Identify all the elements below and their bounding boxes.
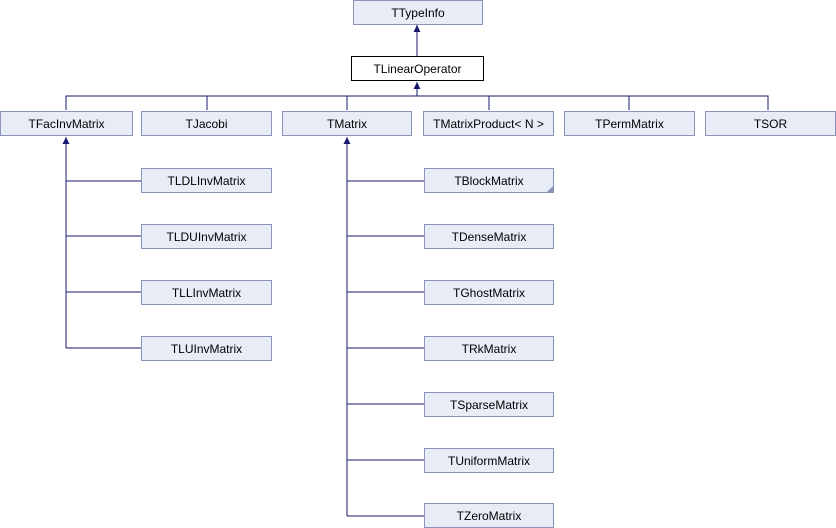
node-tmatrix[interactable]: TMatrix: [282, 111, 412, 136]
node-label: TTypeInfo: [391, 5, 445, 20]
node-tuniformmatrix[interactable]: TUniformMatrix: [424, 448, 554, 473]
node-tjacobi[interactable]: TJacobi: [141, 111, 272, 136]
node-label: TDenseMatrix: [451, 229, 527, 244]
node-label: TUniformMatrix: [447, 453, 530, 468]
node-tlinearoperator: TLinearOperator: [351, 56, 484, 81]
node-tsparsematrix[interactable]: TSparseMatrix: [424, 392, 554, 417]
node-ttypeinfo[interactable]: TTypeInfo: [353, 0, 483, 25]
node-label: TSOR: [753, 116, 788, 131]
node-label: TJacobi: [185, 116, 228, 131]
edge-tmatrix-children: [347, 180, 424, 517]
node-label: TLLInvMatrix: [171, 285, 242, 300]
node-tdensematrix[interactable]: TDenseMatrix: [424, 224, 554, 249]
node-trkmatrix[interactable]: TRkMatrix: [424, 336, 554, 361]
node-tldlinvmatrix[interactable]: TLDLInvMatrix: [141, 168, 272, 193]
folded-corner-icon: [547, 186, 553, 192]
node-label: TFacInvMatrix: [28, 116, 105, 131]
node-tluinvmatrix[interactable]: TLUInvMatrix: [141, 336, 272, 361]
node-label: TGhostMatrix: [452, 285, 525, 300]
node-tblockmatrix[interactable]: TBlockMatrix: [424, 168, 554, 193]
node-label: TMatrix: [327, 116, 367, 131]
node-label: TZeroMatrix: [456, 508, 522, 523]
node-label: TLDUInvMatrix: [166, 229, 247, 244]
node-label: TSparseMatrix: [449, 397, 529, 412]
node-label: TBlockMatrix: [454, 173, 524, 188]
edge-tfacinvmatrix-children: [66, 180, 141, 349]
edge-tlinearoperator-children: [65, 95, 769, 110]
node-tfacinvmatrix[interactable]: TFacInvMatrix: [0, 111, 133, 136]
node-tzeromatrix[interactable]: TZeroMatrix: [424, 503, 554, 528]
node-tmatrixproduct[interactable]: TMatrixProduct< N >: [423, 111, 554, 136]
node-label: TMatrixProduct< N >: [433, 116, 544, 131]
node-tpermmatrix[interactable]: TPermMatrix: [564, 111, 695, 136]
node-tllinvmatrix[interactable]: TLLInvMatrix: [141, 280, 272, 305]
node-tghostmatrix[interactable]: TGhostMatrix: [424, 280, 554, 305]
node-tlduinvmatrix[interactable]: TLDUInvMatrix: [141, 224, 272, 249]
node-label: TLUInvMatrix: [170, 341, 243, 356]
node-label: TPermMatrix: [595, 116, 664, 131]
node-label: TLDLInvMatrix: [167, 173, 246, 188]
node-tsor[interactable]: TSOR: [705, 111, 836, 136]
node-label: TRkMatrix: [461, 341, 517, 356]
node-label: TLinearOperator: [373, 61, 462, 76]
